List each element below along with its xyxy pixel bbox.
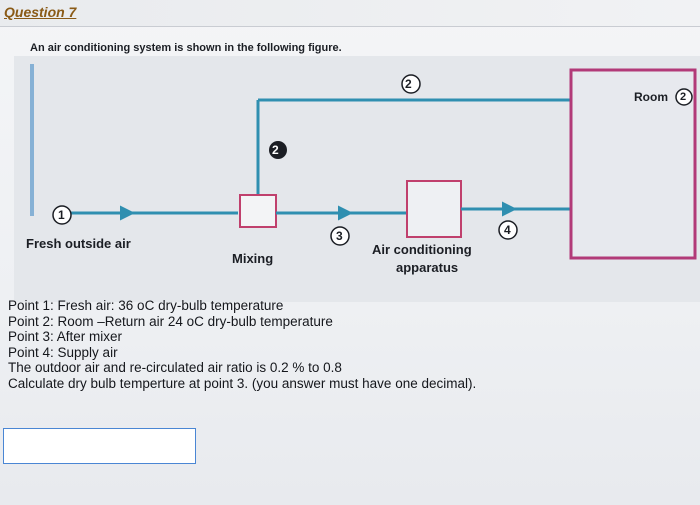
ac-label-line1: Air conditioning [372,242,472,257]
question-intro: An air conditioning system is shown in t… [30,42,342,54]
ac-apparatus-box [406,180,462,238]
point-4-number: 4 [504,223,511,237]
point-2-top-marker [401,74,421,94]
question-title: Question 7 [4,4,77,20]
point-2-side-number: 2 [272,143,279,157]
question-header: Question 7 [0,0,700,27]
point-3-number: 3 [336,229,343,243]
answer-input[interactable] [3,428,196,464]
point-2-text: Point 2: Room –Return air 24 oC dry-bulb… [8,313,333,329]
room-number-marker [675,88,693,106]
prompt-text: Calculate dry bulb temperture at point 3… [8,375,477,391]
question-details: Point 1: Fresh air: 36 oC dry-bulb tempe… [8,298,476,392]
fresh-air-label: Fresh outside air [26,236,131,251]
ac-label-line2: apparatus [396,260,459,275]
point-4-text: Point 4: Supply air [8,344,118,360]
point-3-marker [330,226,350,246]
point-4-marker [498,220,518,240]
point-2-side-marker [269,141,287,159]
room-box [569,68,697,260]
point-1-text: Point 1: Fresh air: 36 oC dry-bulb tempe… [8,298,284,313]
room-number: 2 [680,91,687,103]
diagram-canvas [14,56,700,302]
point-2-top-number: 2 [405,77,412,91]
mixing-box [239,194,277,228]
point-1-marker [52,205,72,225]
point-3-text: Point 3: After mixer [8,329,123,345]
point-1-number: 1 [58,208,65,222]
system-diagram: 2 2 1 3 4 2 Room Fresh outside air Mixin… [14,56,700,302]
ratio-text: The outdoor air and re-circulated air ra… [8,360,342,376]
room-label: Room [634,90,668,104]
mixing-label: Mixing [232,251,274,266]
